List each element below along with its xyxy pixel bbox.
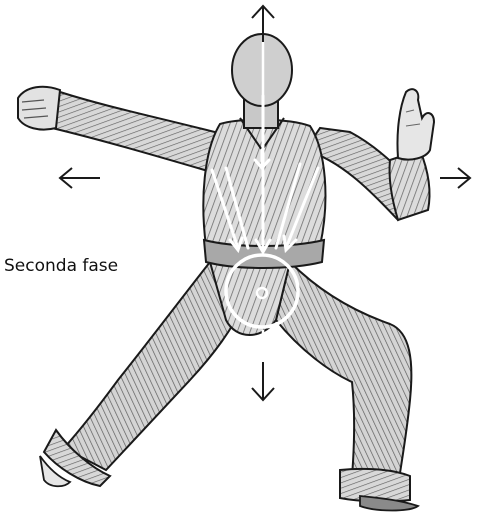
energy-lines <box>212 96 318 252</box>
phase-caption: Seconda fase <box>4 256 118 276</box>
center-circle <box>226 255 298 327</box>
left-arrow-icon <box>60 168 100 188</box>
right-arrow-icon <box>440 168 470 188</box>
up-arrow-icon <box>252 6 274 96</box>
down-arrow-icon <box>252 330 274 400</box>
